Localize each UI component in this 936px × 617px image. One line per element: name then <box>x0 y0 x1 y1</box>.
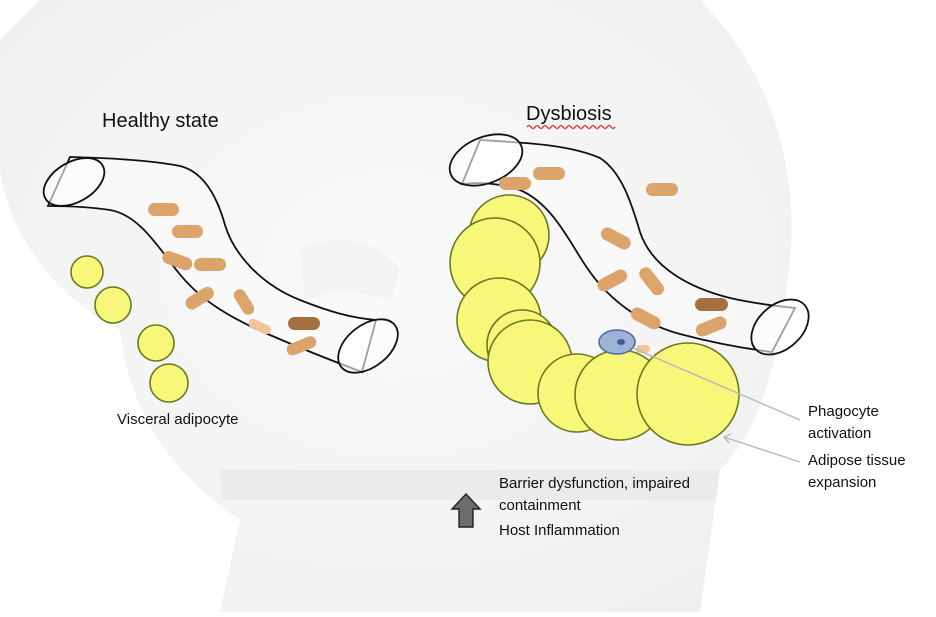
bacterium <box>162 251 193 271</box>
bacterium <box>630 307 661 330</box>
bacterium <box>172 225 203 238</box>
dysbiosis-gut-left-opening <box>448 133 524 187</box>
bacterium <box>248 318 272 335</box>
barrier-label-line2: containment <box>499 497 582 514</box>
dysbiosis-title: Dysbiosis <box>526 103 612 125</box>
bacterium-dark <box>288 317 320 330</box>
dysbiosis-gut-right-opening <box>750 298 810 356</box>
bacterium <box>639 267 664 296</box>
healthy-gut <box>42 156 399 374</box>
phagocyte <box>598 329 636 355</box>
host-inflammation-label: Host Inflammation <box>499 522 620 539</box>
barrier-label-line1: Barrier dysfunction, impaired <box>499 475 690 492</box>
healthy-gut-right-opening <box>337 318 399 374</box>
visceral-adipocyte-label: Visceral adipocyte <box>117 411 238 428</box>
belt-shape <box>220 470 720 500</box>
bacterium <box>533 167 565 180</box>
adipocyte <box>94 286 132 324</box>
bacterium <box>695 316 727 337</box>
adipocyte <box>137 324 175 362</box>
adipose-leader-line <box>723 436 801 463</box>
dysbiosis-adipocytes <box>449 194 740 446</box>
healthy-state-title: Healthy state <box>102 110 219 132</box>
dysbiosis-gut <box>448 133 810 356</box>
healthy-adipocytes <box>70 255 189 403</box>
hand-shape <box>300 239 400 300</box>
healthy-bacteria <box>148 203 320 356</box>
bacterium <box>600 227 631 250</box>
adipose-leader-arrowhead <box>722 433 732 444</box>
dysbiosis-bacteria <box>499 167 728 353</box>
adipocyte <box>70 255 104 289</box>
phagocyte-label-line1: Phagocyte <box>808 403 879 420</box>
phagocyte-nucleus <box>617 339 625 345</box>
bacterium <box>646 183 678 196</box>
torso-shape <box>0 0 792 612</box>
bacterium <box>194 258 226 271</box>
bacterium <box>286 336 317 356</box>
bacterium <box>185 286 214 310</box>
spellcheck-underline <box>526 124 616 130</box>
adipose-label-line2: expansion <box>808 474 876 491</box>
bacterium <box>499 177 531 190</box>
adipocyte-large <box>636 342 740 446</box>
bacterium <box>597 269 628 292</box>
healthy-gut-left-opening <box>42 157 106 207</box>
bacterium <box>148 203 179 216</box>
phagocyte-label-line2: activation <box>808 425 871 442</box>
bacterium <box>233 289 255 315</box>
phagocyte-leader-line <box>632 347 801 421</box>
adipose-label-line1: Adipose tissue <box>808 452 906 469</box>
bacterium-dark <box>695 298 728 311</box>
increase-arrow-icon <box>450 492 482 528</box>
adipocyte <box>149 363 189 403</box>
